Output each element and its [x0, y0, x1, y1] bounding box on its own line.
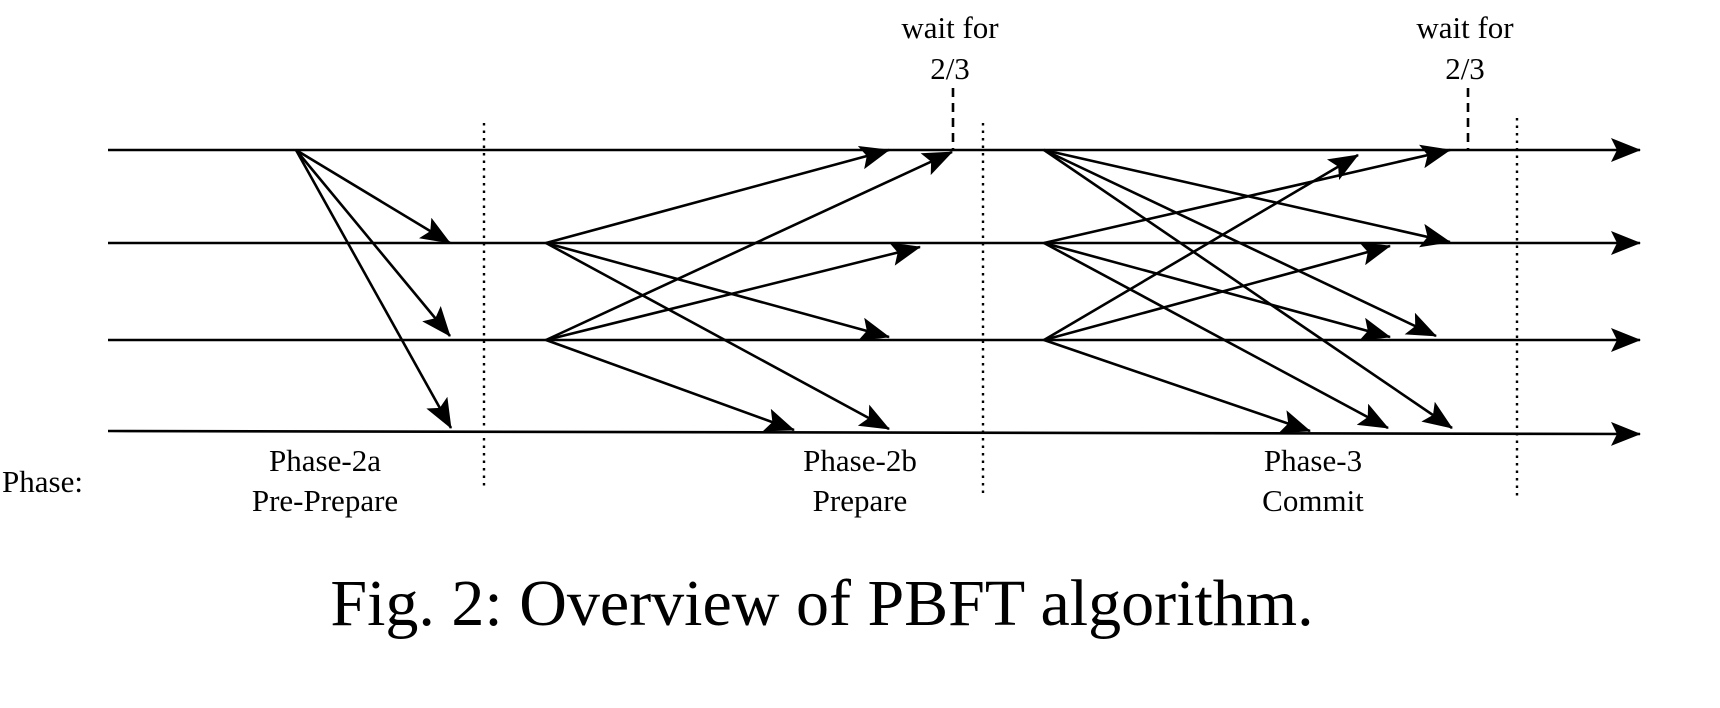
message-arrow-14: [1043, 241, 1389, 430]
wait-prepare-line1: wait for: [901, 10, 999, 45]
message-arrow-10: [1043, 148, 1437, 338]
message-arrow-13: [1043, 241, 1391, 341]
phase-3-subtitle: Commit: [1262, 483, 1364, 518]
wait-commit-line1: wait for: [1416, 10, 1514, 45]
wait-label-commit: wait for 2/3: [1416, 10, 1514, 86]
message-arrow-11: [1043, 148, 1453, 430]
phase-2b-subtitle: Prepare: [813, 483, 908, 518]
message-arrow-0: [295, 148, 451, 245]
wait-commit-line2: 2/3: [1445, 51, 1485, 86]
phase-separators: [482, 118, 1519, 500]
wait-markers: [951, 88, 1470, 150]
message-arrow-2: [294, 149, 453, 429]
phase-2b-name: Phase-2b: [803, 443, 917, 478]
figure-caption: Fig. 2: Overview of PBFT algorithm.: [330, 567, 1313, 640]
wait-label-prepare: wait for 2/3: [901, 10, 999, 86]
wait-prepare-line2: 2/3: [930, 51, 970, 86]
phase-label-3: Phase-3 Commit: [1262, 443, 1364, 518]
phase-label-2b: Phase-2b Prepare: [803, 443, 917, 518]
message-arrow-4: [545, 241, 890, 341]
phase-3-name: Phase-3: [1264, 443, 1362, 478]
replica-timelines: [107, 138, 1641, 446]
phase-2a-subtitle: Pre-Prepare: [252, 483, 398, 518]
message-arrow-17: [1043, 338, 1311, 433]
message-arrow-12: [1043, 144, 1451, 245]
message-arrows: [294, 144, 1453, 433]
message-arrow-8: [545, 338, 795, 432]
phase-2a-name: Phase-2a: [269, 443, 381, 478]
replica-3-timeline: [107, 421, 1641, 446]
phase-row-label: Phase:: [2, 464, 83, 499]
message-arrow-6: [545, 150, 953, 342]
message-arrow-3: [545, 146, 890, 245]
message-arrow-7: [545, 242, 921, 342]
message-arrow-15: [1043, 153, 1359, 342]
phase-label-2a: Phase-2a Pre-Prepare: [252, 443, 398, 518]
message-arrow-5: [545, 241, 890, 431]
message-arrow-1: [294, 149, 452, 337]
message-arrow-16: [1043, 242, 1391, 342]
